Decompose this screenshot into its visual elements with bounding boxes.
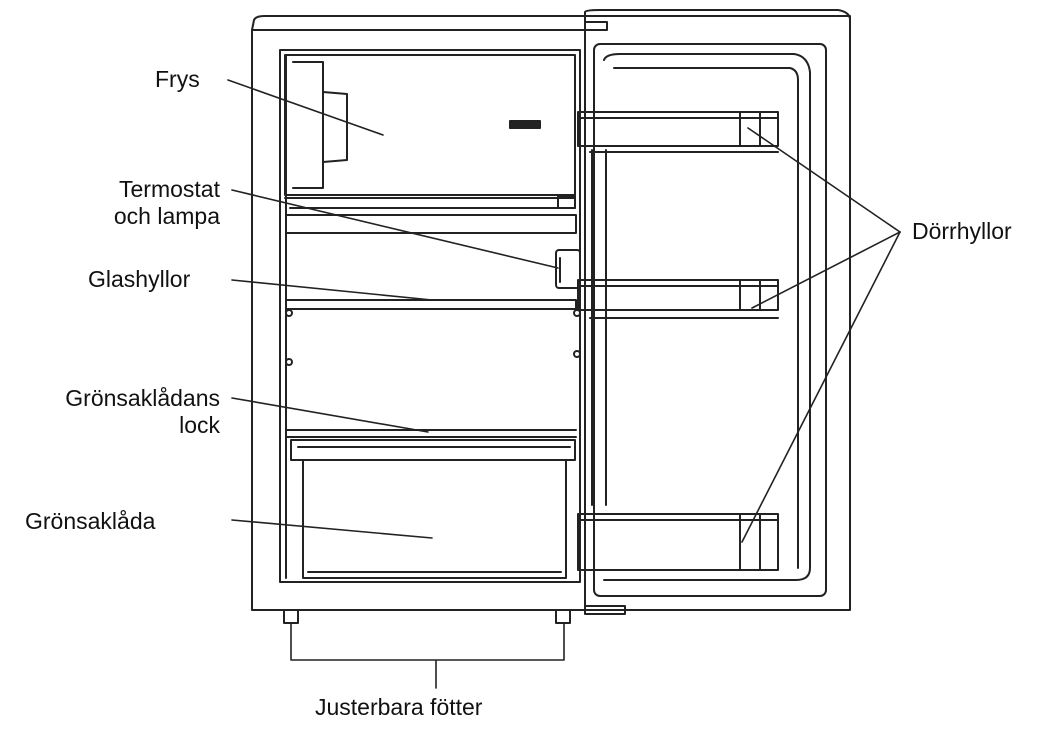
crisper-drawer bbox=[290, 439, 576, 579]
leader-gronsaksladans-lock bbox=[231, 397, 429, 433]
feet bbox=[283, 609, 571, 624]
door-top-cap bbox=[584, 9, 851, 21]
crisper bbox=[285, 429, 577, 579]
door-panel bbox=[593, 43, 827, 597]
leader-glashyllor bbox=[231, 279, 433, 301]
leader-dorrhyllor-middle bbox=[751, 231, 901, 309]
door-shelf-lower-front bbox=[577, 513, 779, 571]
freezer-box bbox=[284, 54, 576, 196]
label-gronsaksladans-line1: Grönsaklådans bbox=[65, 385, 220, 411]
label-termostat-line1: Termostat bbox=[119, 176, 220, 202]
label-termostat: Termostat och lampa bbox=[70, 176, 220, 230]
door-hinge-bottom bbox=[584, 605, 626, 615]
door-shelf-upper bbox=[577, 111, 779, 153]
leader-gronsakslada bbox=[231, 519, 433, 539]
door-bin-wall bbox=[591, 149, 607, 506]
door-shelf-middle-front bbox=[577, 279, 779, 311]
shelf-peg bbox=[285, 358, 293, 366]
label-dorrhyllor: Dörrhyllor bbox=[912, 218, 1012, 244]
door-gasket bbox=[603, 53, 811, 581]
freezer-badge bbox=[509, 120, 541, 129]
glass-shelf-upper bbox=[285, 214, 577, 234]
foot-left bbox=[283, 609, 299, 624]
label-gronsakslada: Grönsaklåda bbox=[25, 508, 156, 534]
door-shelf-lower-side bbox=[739, 513, 761, 571]
leader-justerbara-fotter bbox=[290, 622, 565, 689]
label-justerbara-fotter: Justerbara fötter bbox=[315, 694, 483, 720]
freezer-compartment bbox=[284, 54, 576, 209]
door-shelf-lower bbox=[577, 513, 779, 571]
label-gronsaksladans-line2: lock bbox=[179, 412, 220, 438]
label-termostat-line2: och lampa bbox=[113, 203, 220, 229]
thermostat-box bbox=[555, 249, 581, 289]
door-shelf-upper-side bbox=[739, 111, 761, 147]
leader-lines bbox=[227, 79, 901, 689]
freezer-clip bbox=[557, 195, 576, 209]
cabinet bbox=[251, 15, 586, 611]
door-shelf-middle-side bbox=[739, 279, 761, 311]
leader-dorrhyllor-lower bbox=[741, 231, 901, 543]
door-gasket-inner bbox=[613, 67, 799, 569]
foot-right bbox=[555, 609, 571, 624]
cabinet-top bbox=[251, 15, 586, 31]
door-outline bbox=[584, 15, 851, 611]
shelf-peg bbox=[285, 309, 293, 317]
door bbox=[577, 9, 851, 615]
leader-dorrhyllor-upper bbox=[747, 127, 901, 233]
cabinet-inner bbox=[279, 49, 581, 583]
door-hinge-top bbox=[584, 21, 608, 31]
leader-frys bbox=[227, 79, 384, 136]
label-glashyllor: Glashyllor bbox=[88, 266, 191, 292]
freezer-latch bbox=[292, 61, 324, 189]
leader-termostat bbox=[231, 189, 559, 269]
cabinet-outline bbox=[251, 29, 586, 611]
label-frys: Frys bbox=[155, 66, 200, 92]
door-shelf-upper-front bbox=[577, 111, 779, 147]
label-gronsaksladans-lock: Grönsaklådans lock bbox=[0, 385, 220, 439]
shelf-peg bbox=[573, 350, 581, 358]
glass-shelf-middle bbox=[285, 299, 577, 310]
thermostat-housing bbox=[555, 249, 581, 289]
door-shelf-middle bbox=[577, 279, 779, 319]
freezer-handle bbox=[322, 91, 348, 163]
